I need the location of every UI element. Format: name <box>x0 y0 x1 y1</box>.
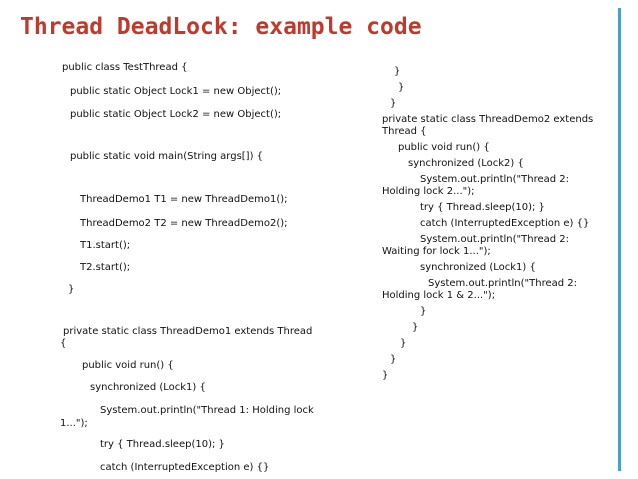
code-line: synchronized (Lock1) { <box>90 382 206 393</box>
code-line: catch (InterruptedException e) {} <box>100 462 270 473</box>
code-line: public static Object Lock1 = new Object(… <box>70 86 282 97</box>
code-line: private static class ThreadDemo2 extends <box>382 114 594 125</box>
code-line: System.out.println("Thread 2: <box>420 234 570 245</box>
code-line: synchronized (Lock2) { <box>408 158 524 169</box>
code-line: public void run() { <box>82 360 174 371</box>
code-line: Thread { <box>382 126 427 137</box>
code-line: public static void main(String args[]) { <box>70 151 264 162</box>
code-line: private static class ThreadDemo1 extends… <box>63 326 313 337</box>
code-line: System.out.println("Thread 2: <box>420 174 570 185</box>
slide-title: Thread DeadLock: example code <box>20 14 422 40</box>
code-line: T2.start(); <box>80 262 131 273</box>
code-line: synchronized (Lock1) { <box>420 262 536 273</box>
code-line: ThreadDemo2 T2 = new ThreadDemo2(); <box>80 218 288 229</box>
code-line: try { Thread.sleep(10); } <box>420 202 545 213</box>
code-line: public class TestThread { <box>62 62 188 73</box>
code-line: System.out.println("Thread 1: Holding lo… <box>100 405 314 416</box>
code-line: } <box>390 354 397 365</box>
code-line: catch (InterruptedException e) {} <box>420 218 590 229</box>
slide-accent-rule <box>618 8 621 471</box>
code-line: public void run() { <box>398 142 490 153</box>
code-line: } <box>412 322 419 333</box>
code-line: public static Object Lock2 = new Object(… <box>70 109 282 120</box>
code-line: Holding lock 1 & 2..."); <box>382 290 496 301</box>
code-line: T1.start(); <box>80 240 131 251</box>
code-line: Waiting for lock 1..."); <box>382 246 491 257</box>
code-line: } <box>420 306 427 317</box>
code-line: } <box>68 284 75 295</box>
code-line: System.out.println("Thread 2: <box>428 278 578 289</box>
code-line: { <box>60 338 67 349</box>
code-line: } <box>390 98 397 109</box>
code-line: Holding lock 2..."); <box>382 186 475 197</box>
code-line: 1..."); <box>60 418 88 429</box>
code-line: } <box>394 66 401 77</box>
code-line: } <box>398 82 405 93</box>
code-line: try { Thread.sleep(10); } <box>100 439 225 450</box>
code-line: } <box>400 338 407 349</box>
code-line: ThreadDemo1 T1 = new ThreadDemo1(); <box>80 194 288 205</box>
code-line: } <box>382 370 389 381</box>
